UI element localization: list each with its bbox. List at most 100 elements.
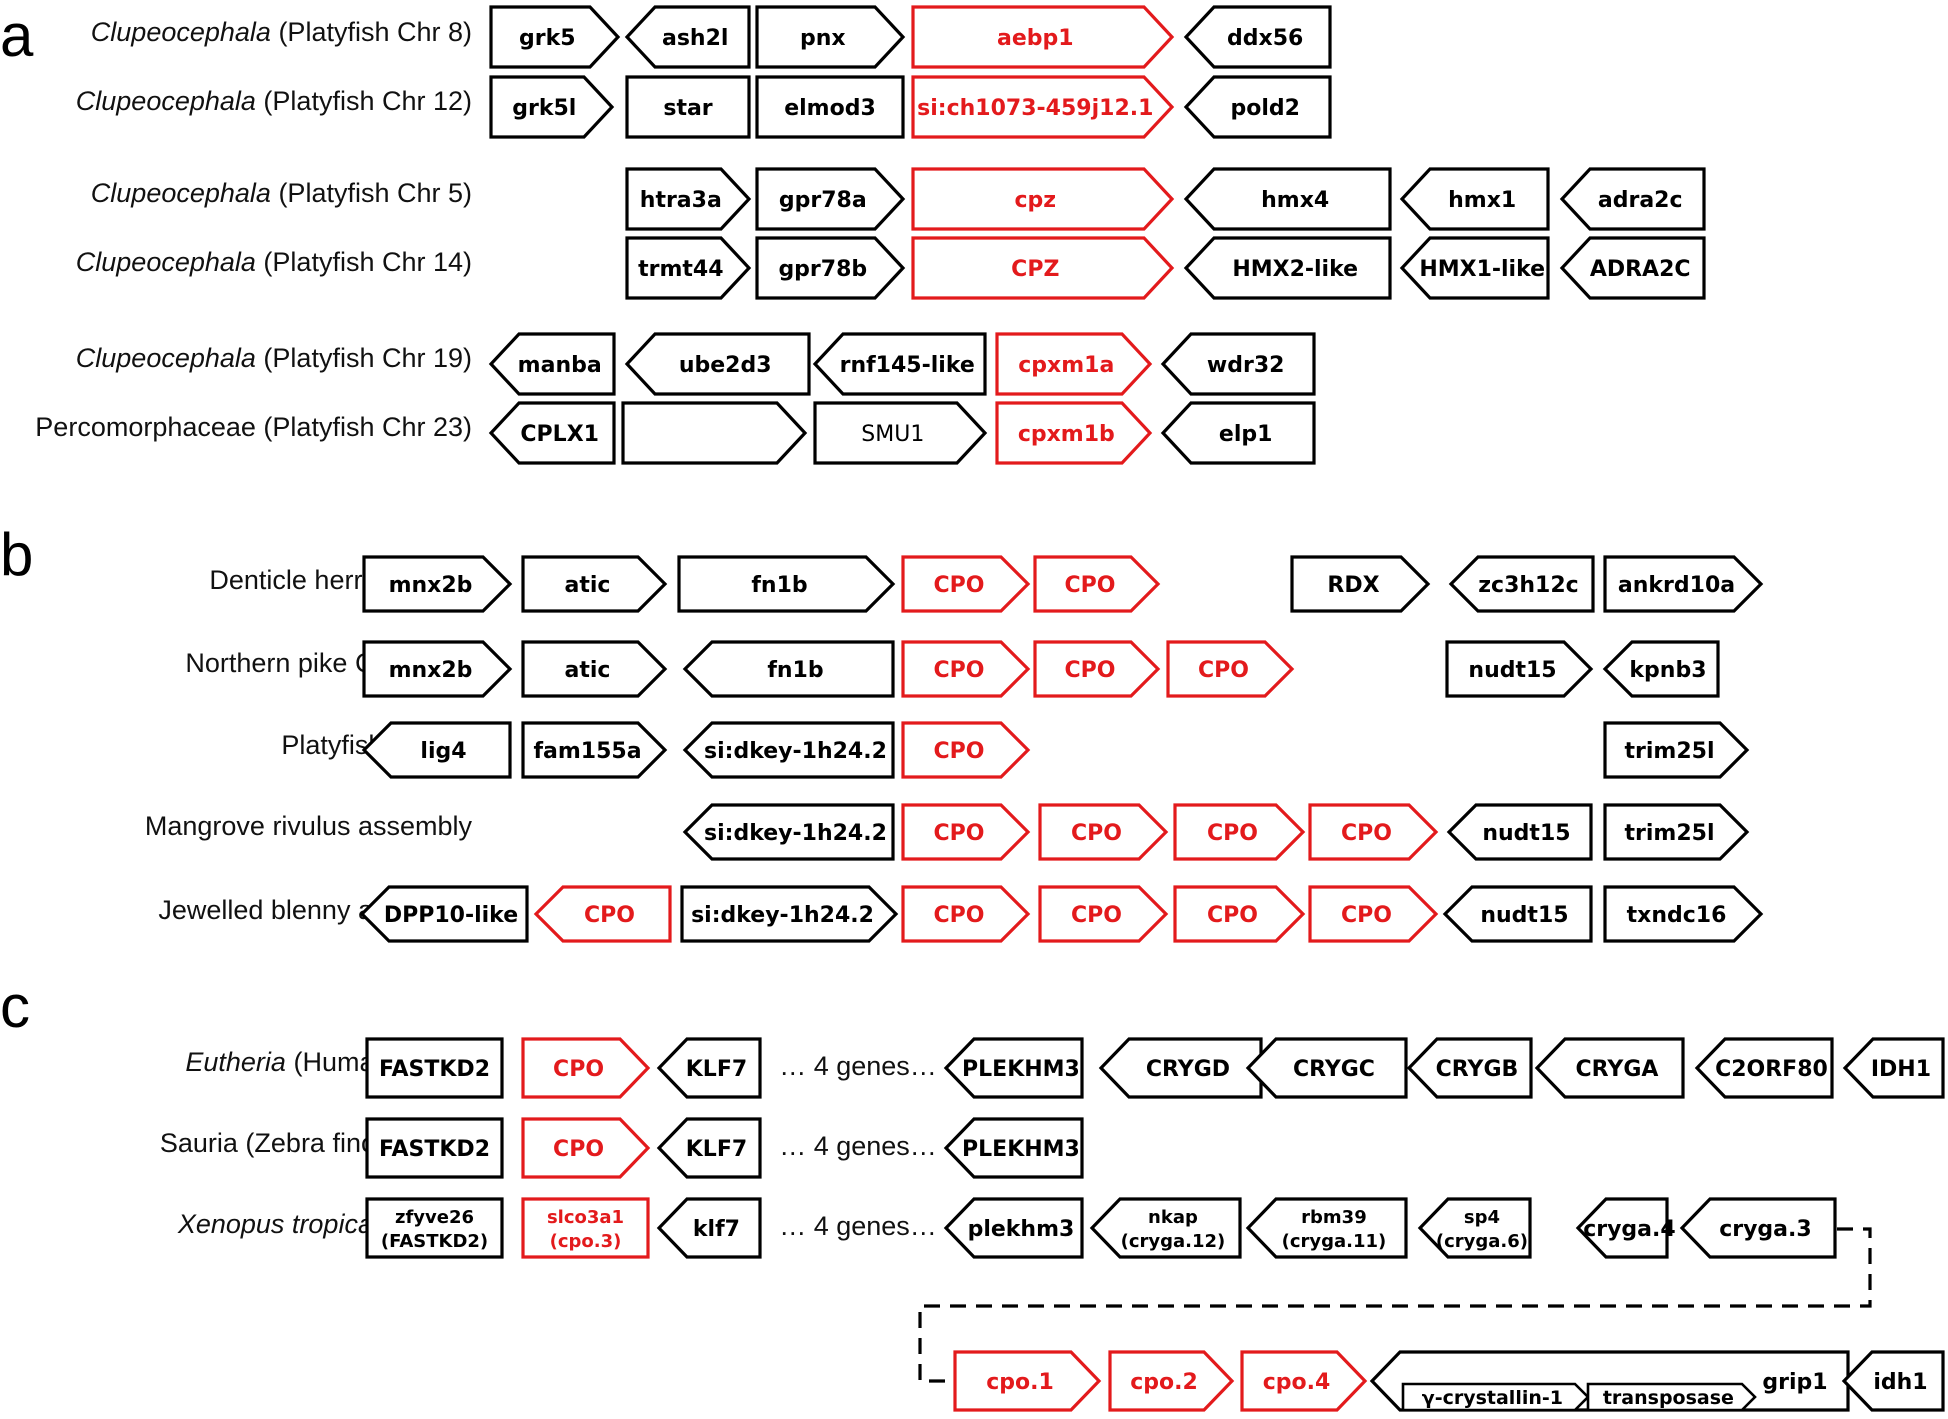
gene-plekhm3: PLEKHM3 [943, 1117, 1084, 1179]
row-label: Clupeocephala (Platyfish Chr 14) [76, 247, 472, 277]
row-label: Clupeocephala (Platyfish Chr 5) [91, 178, 472, 208]
gene-label: ube2d3 [679, 353, 772, 378]
gene-cpxm1a: cpxm1a [995, 332, 1153, 396]
gene-label: fam155a [533, 739, 641, 764]
gene-arrow-shape [1166, 640, 1295, 698]
gene-label: cpz [1015, 188, 1057, 213]
gene-cpo: CPO [1033, 555, 1161, 613]
row-label: Clupeocephala (Platyfish Chr 19) [76, 343, 472, 373]
gene-arrow-shape [1603, 885, 1764, 943]
gene-cpo: CPO [533, 885, 672, 943]
gene-arrow-shape [625, 167, 752, 231]
gene-arrow-shape [813, 401, 988, 465]
gene-arrow-shape [488, 332, 616, 396]
gap-marker: … 4 genes… [779, 1131, 937, 1161]
gene-cpo: CPO [1308, 803, 1439, 861]
gene-label-alias: (cpo.3) [550, 1231, 622, 1252]
gene-arrow-shape [943, 1037, 1084, 1099]
gene-arrow-shape [812, 332, 987, 396]
gene-label: cryga.4 [1583, 1217, 1676, 1242]
taxon-name: Clupeocephala [91, 178, 271, 208]
gene-arrow-shape [1694, 1037, 1834, 1099]
gene-arrow-shape [1033, 555, 1161, 613]
gene-label: ankrd10a [1618, 573, 1735, 598]
gene-grk5: grk5 [489, 5, 621, 69]
gene-label: hmx4 [1261, 188, 1329, 213]
gene-label: elmod3 [784, 96, 876, 121]
gene-arrow-shape [680, 885, 899, 943]
gene-cryga.3: cryga.3 [1679, 1197, 1837, 1259]
gene-cpo: CPO [901, 721, 1031, 779]
gene-zfyve26: zfyve26(FASTKD2) [365, 1197, 504, 1259]
gene-arrow-shape [521, 555, 668, 613]
gene-label: si:dkey-1h24.2 [704, 821, 887, 846]
gene-arrow-shape [1240, 1350, 1368, 1412]
gene-label: PLEKHM3 [962, 1057, 1080, 1082]
gene-label: DPP10-like [384, 903, 518, 928]
gene-plekhm3: PLEKHM3 [943, 1037, 1084, 1099]
gene-star: star [625, 75, 751, 139]
dashed-connector [918, 1227, 1872, 1383]
gene-label: ADRA2C [1590, 257, 1691, 282]
gene-arrow-shape [625, 75, 751, 139]
gene-label: ddx56 [1227, 26, 1303, 51]
gene-arrow-shape [901, 555, 1031, 613]
gene-grk5l: grk5l [489, 75, 615, 139]
gene-cpo: CPO [901, 640, 1031, 698]
gene-mnx2b: mnx2b [362, 640, 513, 698]
row-label: Clupeocephala (Platyfish Chr 12) [76, 86, 472, 116]
gap-marker: … 4 genes… [779, 1051, 937, 1081]
gene-arrow-shape [624, 5, 751, 69]
gene-label: mnx2b [389, 658, 473, 683]
gene-si-dkey-1h24.2: si:dkey-1h24.2 [680, 885, 899, 943]
taxon-name: Clupeocephala [76, 247, 256, 277]
gene-label: pnx [800, 26, 846, 51]
gene-arrow-shape [677, 555, 896, 613]
gene-arrow-shape [911, 236, 1175, 300]
gene-label: si:dkey-1h24.2 [691, 903, 874, 928]
gene-label: CRYGA [1576, 1057, 1659, 1082]
gap-marker: … 4 genes… [779, 1211, 937, 1241]
gene-arrow-shape [521, 1197, 650, 1259]
gene-label: sp4 [1464, 1207, 1500, 1228]
gene-arrow-shape [1173, 885, 1306, 943]
gene-arrow-shape [621, 401, 808, 465]
gene-manba: manba [488, 332, 616, 396]
gene-label: cpxm1b [1018, 422, 1115, 447]
gene-transposase: transposase [1586, 1382, 1757, 1412]
gene-plekhm3: plekhm3 [943, 1197, 1084, 1259]
gene-arrow-shape [1399, 167, 1550, 231]
gene-dpp10-like: DPP10-like [359, 885, 529, 943]
gene-rbm39: rbm39(cryga.11) [1245, 1197, 1408, 1259]
gene-arrow-shape [1183, 5, 1332, 69]
gene-cpo: CPO [521, 1117, 651, 1179]
gene-arrow-shape [901, 721, 1031, 779]
gene-htra3a: htra3a [625, 167, 752, 231]
chromosome-name: Percomorphaceae (Platyfish Chr 23) [35, 412, 472, 442]
gene-arrow-shape [1160, 401, 1316, 465]
gene-label: aebp1 [997, 26, 1074, 51]
gene-label: nudt15 [1482, 821, 1570, 846]
gene-arrow-shape [953, 1350, 1102, 1412]
gene-arrow-shape [361, 721, 512, 779]
gene-ube2d3: ube2d3 [624, 332, 811, 396]
gene-arrow-shape [359, 885, 529, 943]
gene-label: CPO [553, 1137, 604, 1162]
gene-cplx1: CPLX1 [488, 401, 616, 465]
chromosome-name: (Platyfish Chr 8) [271, 17, 472, 47]
gene-label: SMU1 [861, 422, 924, 447]
gene-fastkd2: FASTKD2 [365, 1117, 504, 1179]
gene-label: CPO [1207, 903, 1258, 928]
gene-arrow-shape [1603, 721, 1750, 779]
gene-label: grk5 [519, 26, 576, 51]
gene-label: CPO [1341, 821, 1392, 846]
gene-label: slco3a1 [547, 1207, 624, 1228]
gene-hmx1-like: HMX1-like [1399, 236, 1550, 300]
gene-arrow-shape [1245, 1197, 1408, 1259]
gene-label: CPO [934, 658, 985, 683]
gene-label: hmx1 [1448, 188, 1516, 213]
gene-cpo: CPO [1173, 803, 1306, 861]
gene-arrow-shape [1534, 1037, 1685, 1099]
gene-crygc: CRYGC [1245, 1037, 1408, 1099]
gene-label: trmt44 [638, 257, 723, 282]
